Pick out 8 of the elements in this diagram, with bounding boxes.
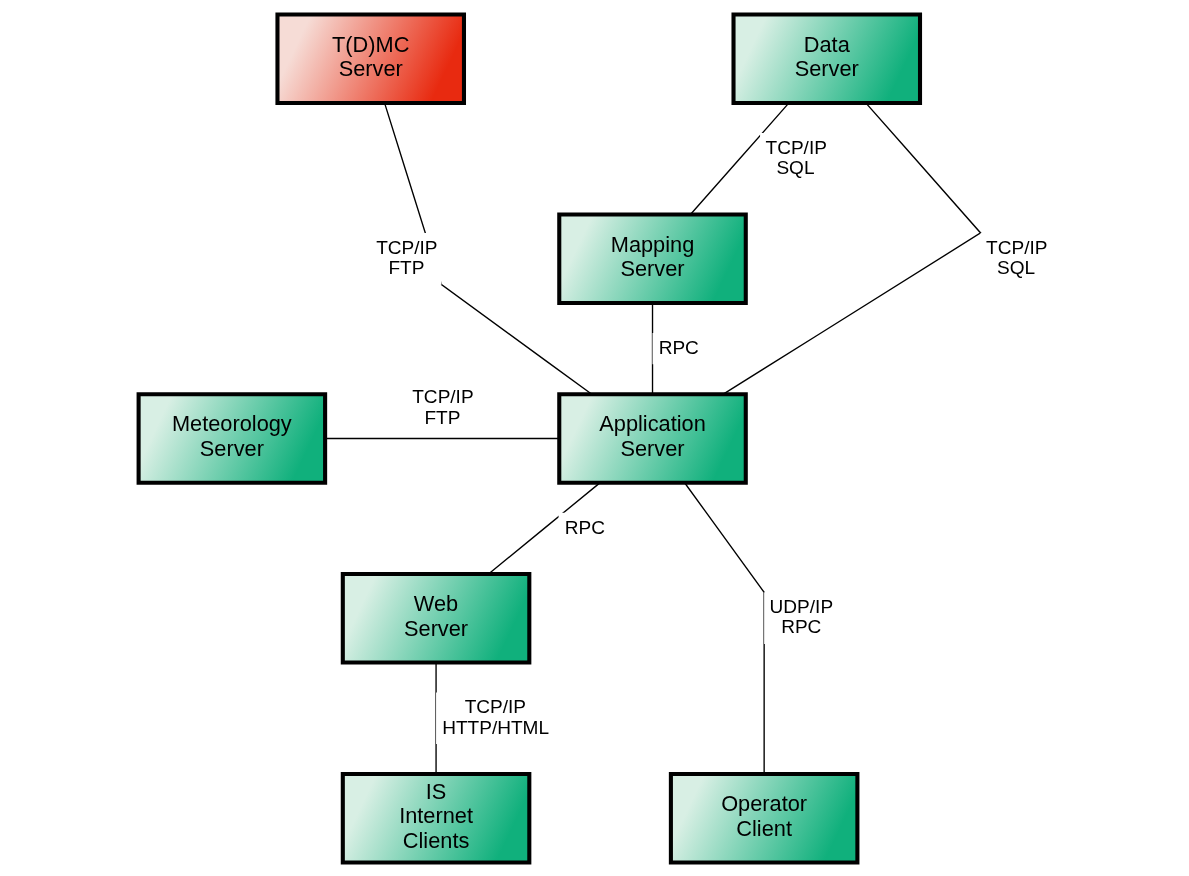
edge-label: TCP/IP SQL bbox=[985, 236, 1047, 278]
edge-label: TCP/IP SQL bbox=[765, 136, 827, 178]
edge-label: UDP/IP RPC bbox=[769, 595, 833, 637]
edge-label: RPC bbox=[564, 516, 605, 538]
edge-label: TCP/IP FTP bbox=[411, 385, 474, 428]
edge-label: TCP/IP HTTP/HTML bbox=[441, 695, 549, 737]
edge-label: RPC bbox=[658, 336, 699, 358]
edge-label: TCP/IP FTP bbox=[375, 236, 438, 278]
